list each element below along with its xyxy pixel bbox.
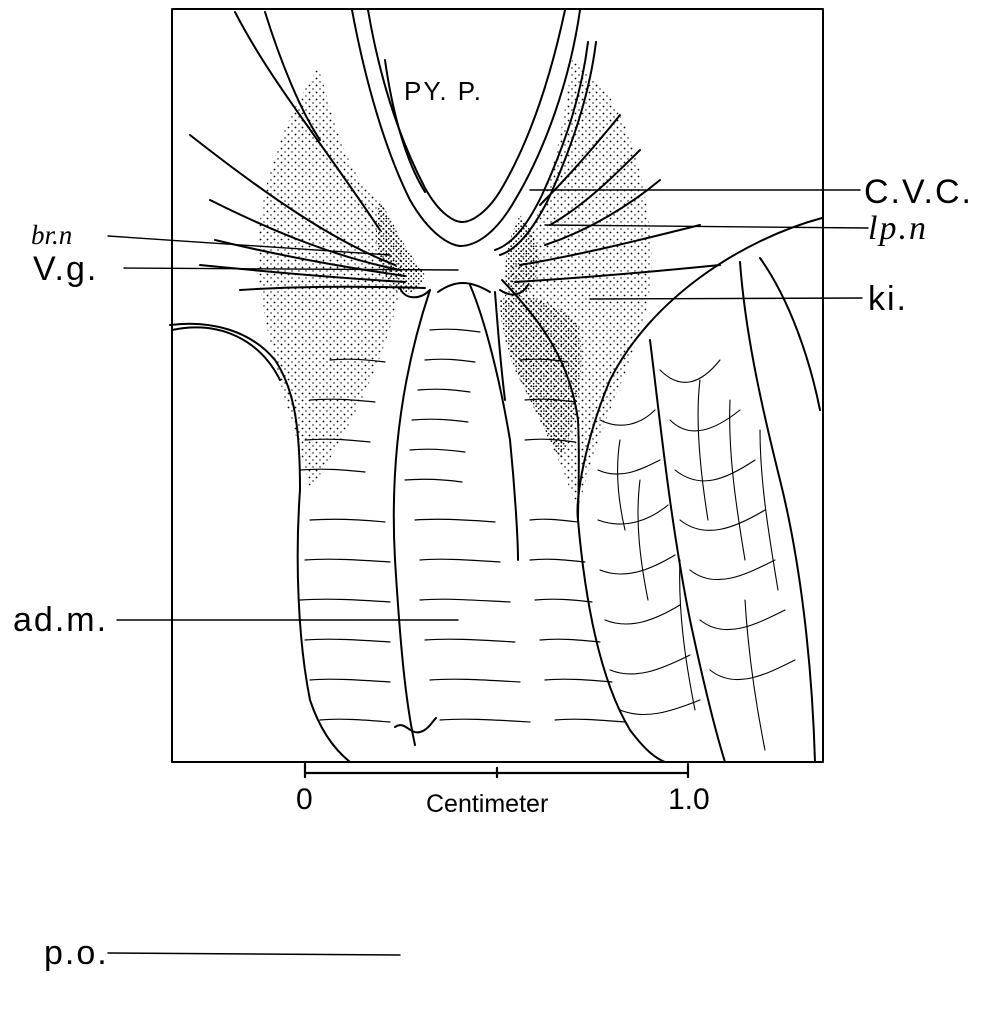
label-pallial-organ: p.o. — [44, 936, 109, 970]
label-vg: V.g. — [33, 252, 98, 286]
label-brn: br.n — [31, 222, 72, 249]
scale-bar — [305, 764, 688, 777]
kidney-lower-dense — [500, 296, 581, 460]
figure-frame — [172, 9, 823, 762]
adductor-center-left — [438, 283, 490, 292]
label-adductor-muscle: ad.m. — [13, 603, 108, 637]
label-cvc: C.V.C. — [864, 175, 973, 209]
gill-outline-inner — [760, 258, 820, 410]
leader-lines — [108, 190, 868, 955]
pallial-organ-mark — [395, 718, 436, 732]
kidney-left — [258, 68, 403, 490]
scale-start-label: 0 — [296, 785, 313, 815]
left-contour-lower — [172, 327, 280, 380]
adductor-left-edge — [394, 290, 430, 745]
gill-edge — [740, 262, 815, 762]
scale-unit-label: Centimeter — [426, 792, 548, 817]
muscle-left-body — [298, 490, 350, 762]
label-kidney: ki. — [868, 282, 908, 316]
gill-outline-outer — [650, 340, 725, 762]
label-lpn: lp.n — [868, 212, 928, 246]
label-pyloric-portion: PY. P. — [404, 78, 483, 104]
scale-end-label: 1.0 — [668, 785, 710, 815]
